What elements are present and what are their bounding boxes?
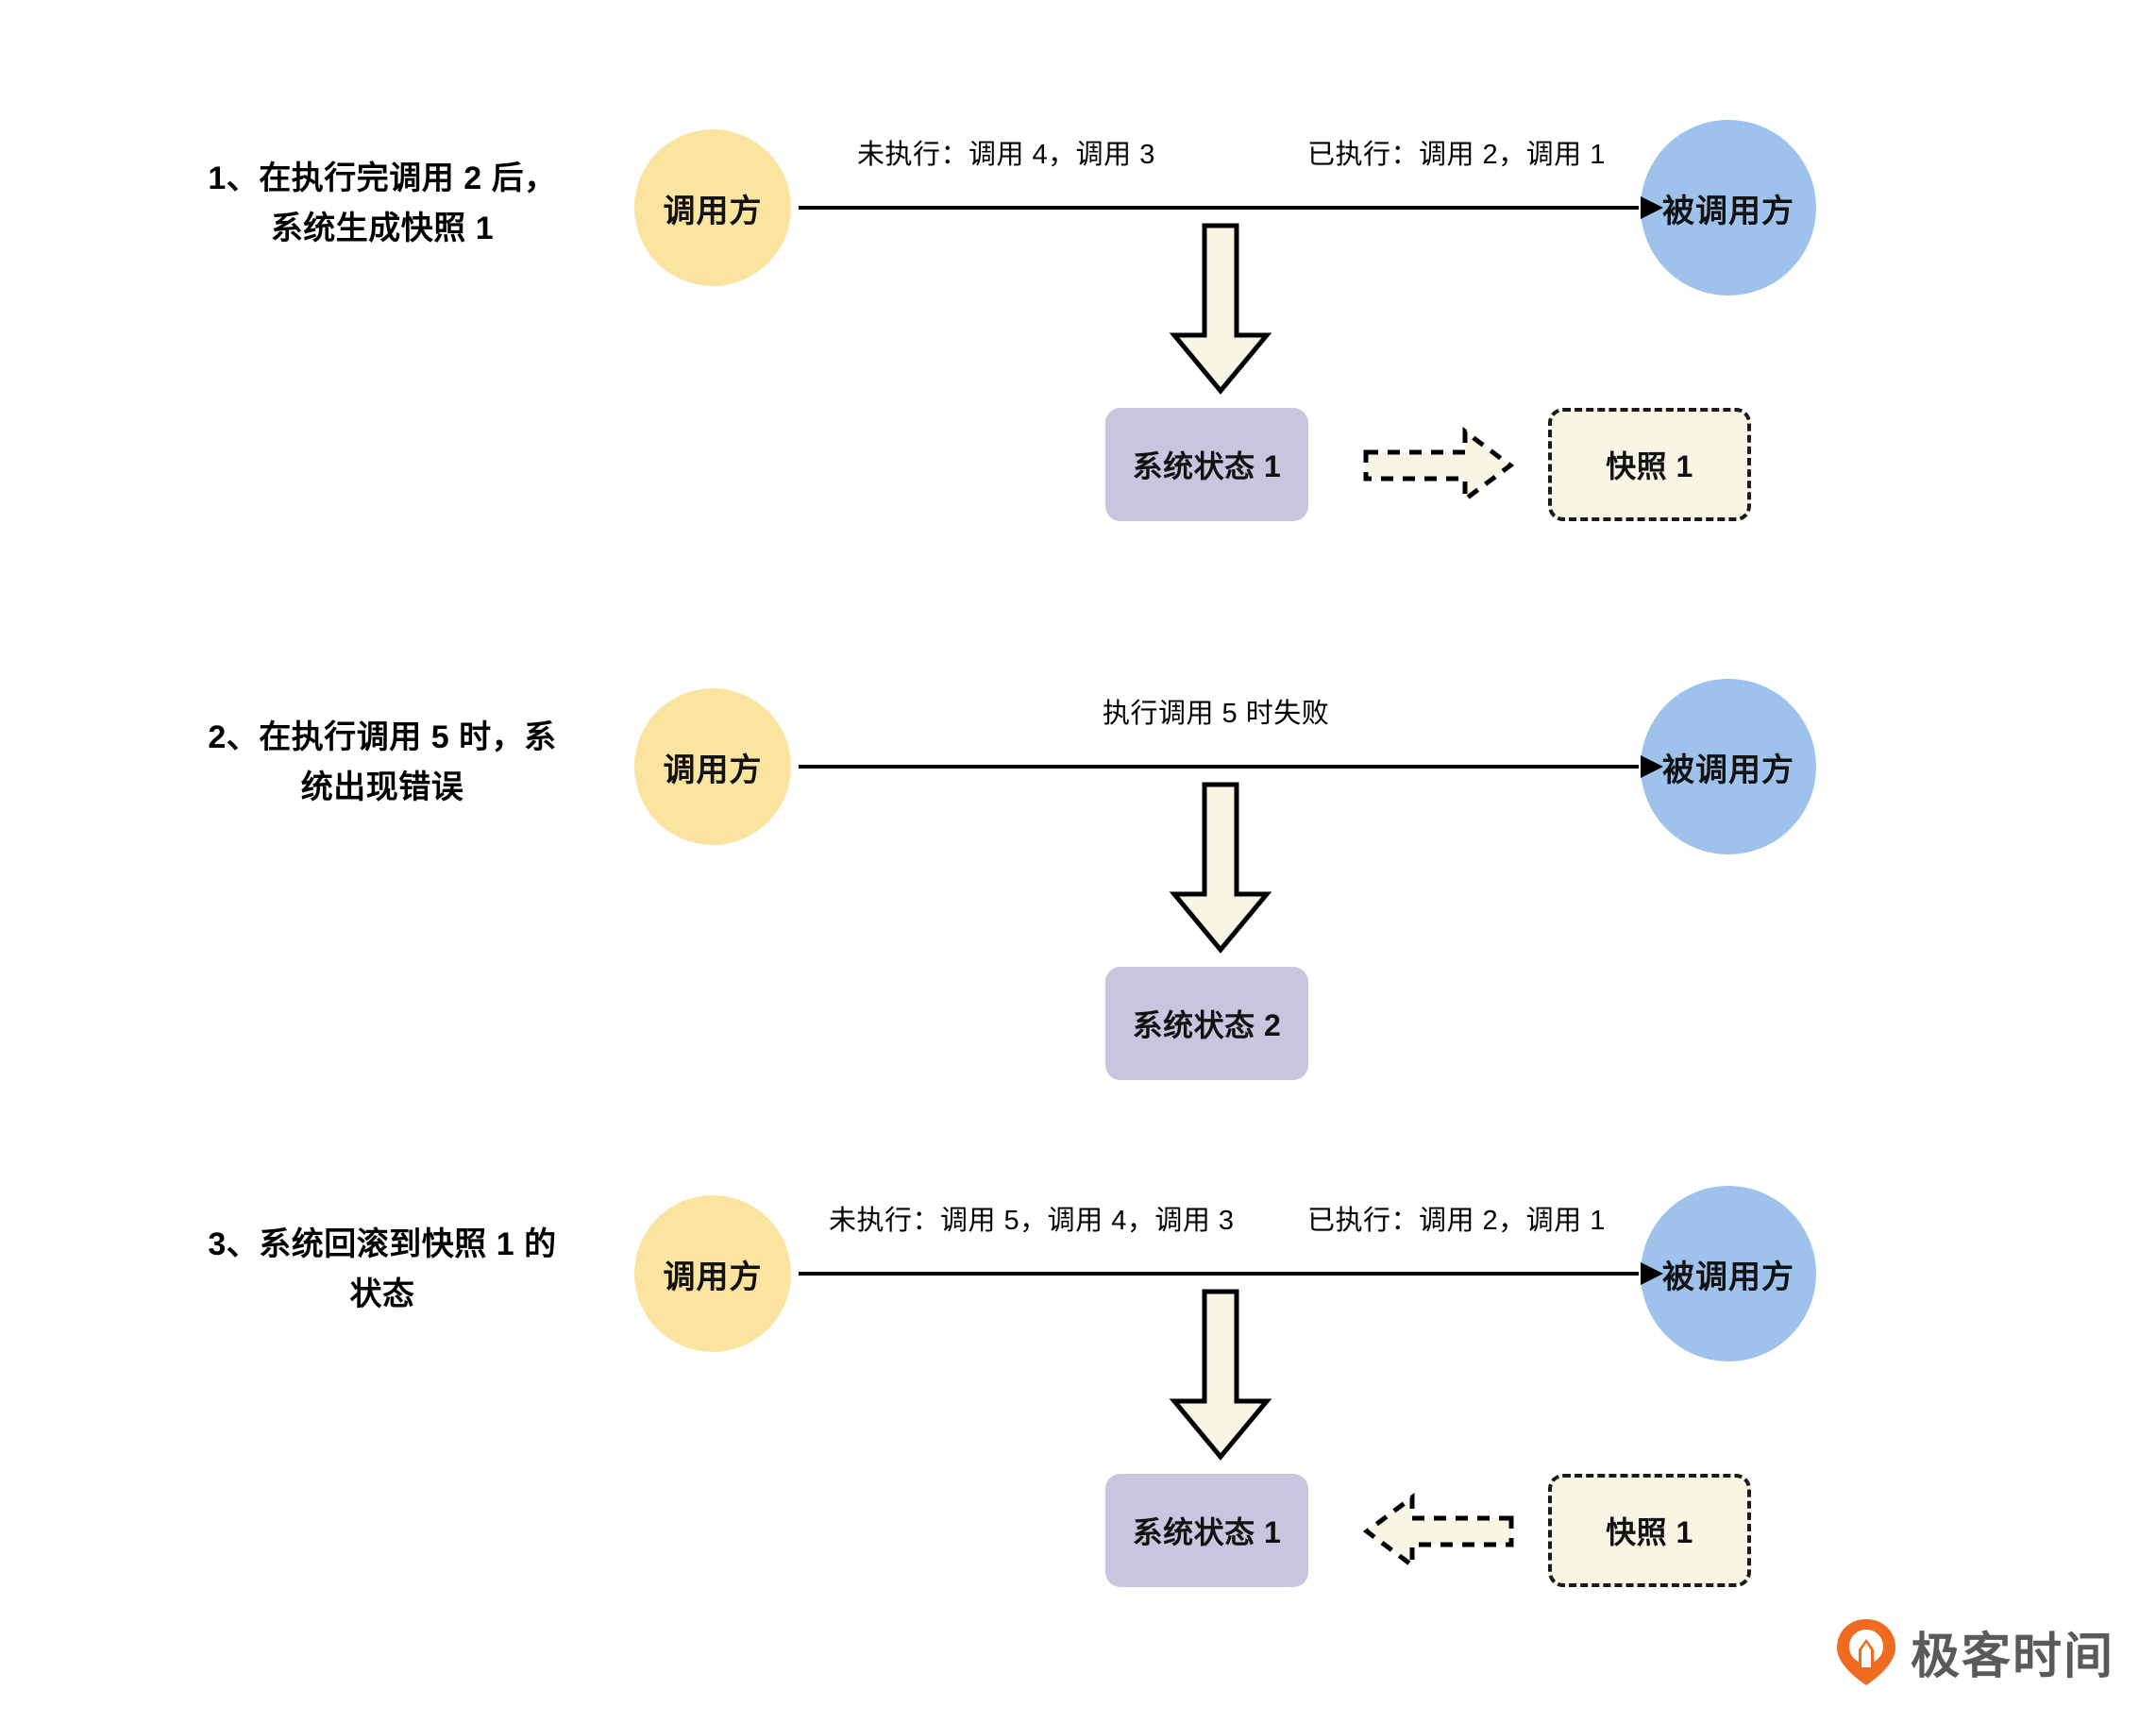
call-label-left-1: 未执行：调用 4，调用 3 xyxy=(857,140,1155,170)
down-block-arrow-3 xyxy=(1169,1289,1272,1461)
watermark-brand-text: 极客时间 xyxy=(1911,1630,2115,1684)
call-label-right-1: 已执行：调用 2，调用 1 xyxy=(1307,140,1606,170)
snapshot-box-3: 快照 1 xyxy=(1548,1474,1751,1587)
call-line-3 xyxy=(799,1272,1639,1276)
system-state-box-1: 系统状态 1 xyxy=(1105,408,1308,521)
snapshot-box-1: 快照 1 xyxy=(1548,408,1751,521)
callee-circle-2: 被调用方 xyxy=(1641,679,1816,854)
rollback-arrow-3 xyxy=(1362,1493,1514,1570)
step-caption-2: 2、在执行调用 5 时，系 统出现错误 xyxy=(208,719,557,805)
snapshot-create-arrow-1 xyxy=(1363,427,1515,504)
caller-circle-3: 调用方 xyxy=(634,1195,791,1352)
system-state-box-2: 系统状态 2 xyxy=(1105,967,1308,1080)
system-state-box-3: 系统状态 1 xyxy=(1105,1474,1308,1587)
call-label-left-3: 未执行：调用 5，调用 4，调用 3 xyxy=(829,1206,1235,1236)
caller-circle-2: 调用方 xyxy=(634,688,791,845)
step-caption-3: 3、系统回滚到快照 1 的 状态 xyxy=(208,1226,557,1312)
down-block-arrow-2 xyxy=(1169,782,1272,954)
step-row-3: 3、系统回滚到快照 1 的 状态 调用方 被调用方 未执行：调用 5，调用 4，… xyxy=(0,1066,2156,1651)
call-line-2 xyxy=(799,765,1639,769)
call-label-right-3: 已执行：调用 2，调用 1 xyxy=(1307,1206,1606,1236)
callee-circle-1: 被调用方 xyxy=(1641,120,1816,296)
step-row-1: 1、在执行完调用 2 后， 系统生成快照 1 调用方 被调用方 未执行：调用 4… xyxy=(0,0,2156,566)
geekbang-pin-logo-icon xyxy=(1837,1618,1895,1685)
caller-circle-1: 调用方 xyxy=(634,129,791,286)
callee-circle-3: 被调用方 xyxy=(1641,1186,1816,1361)
call-label-left-2: 执行调用 5 时失败 xyxy=(1103,699,1330,729)
down-block-arrow-1 xyxy=(1169,223,1272,395)
watermark: 极客时间 xyxy=(1835,1616,2114,1687)
step-caption-1: 1、在执行完调用 2 后， 系统生成快照 1 xyxy=(208,161,557,246)
call-line-1 xyxy=(799,206,1639,210)
step-row-2: 2、在执行调用 5 时，系 统出现错误 调用方 被调用方 执行调用 5 时失败 … xyxy=(0,559,2156,1125)
